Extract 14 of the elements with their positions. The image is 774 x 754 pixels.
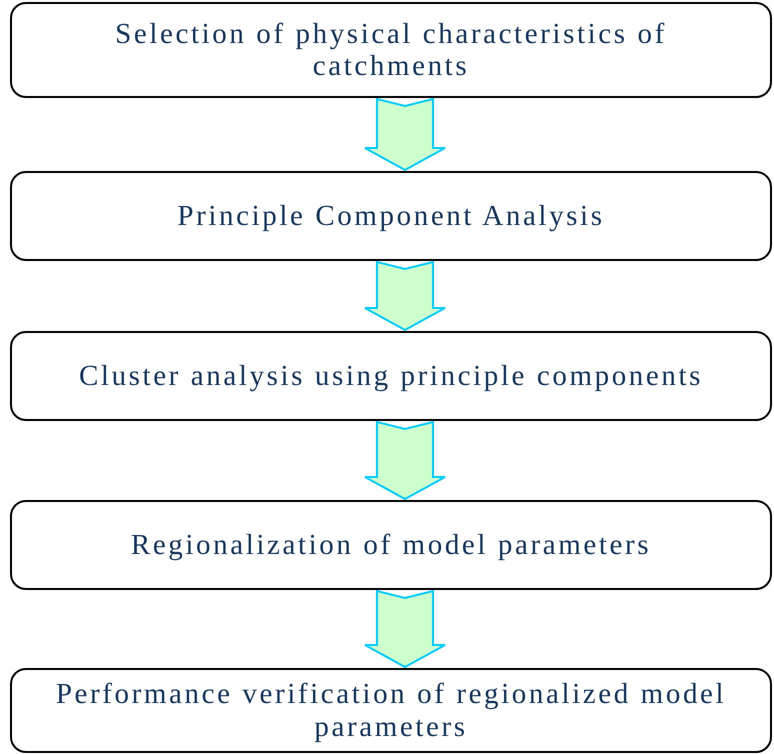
step-text: Cluster analysis using principle components: [78, 360, 704, 392]
process-box: [10, 500, 772, 590]
step-text: Principle Component Analysis: [177, 200, 605, 232]
process-box: [10, 2, 772, 98]
block-arrow: [364, 590, 446, 668]
process-box: [10, 331, 772, 421]
block-arrow: [364, 420, 446, 500]
process-box: [10, 668, 772, 753]
step-text: Selection of physical characteristics of catchments: [114, 18, 668, 82]
process-box: [10, 171, 772, 261]
block-arrow: [364, 260, 446, 332]
block-arrow: [364, 98, 446, 172]
step-text: Performance verification of regionalized model parameters: [54, 678, 728, 743]
step-text: Regionalization of model parameters: [130, 528, 652, 562]
